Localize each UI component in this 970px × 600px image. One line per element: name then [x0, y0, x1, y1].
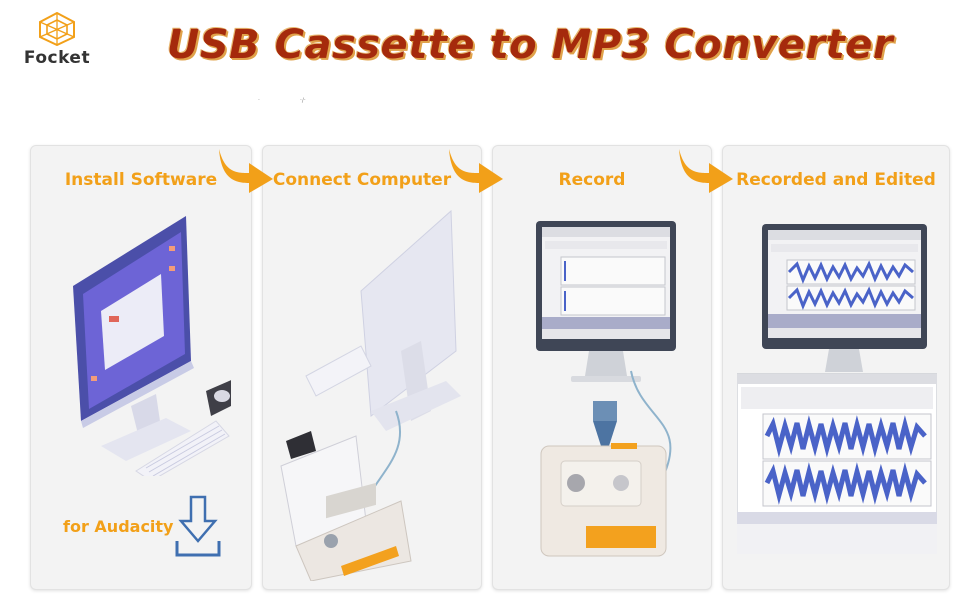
- arrow-right-icon: [679, 149, 733, 193]
- arrow-right-icon: [449, 149, 503, 193]
- step-panel-connect: [262, 145, 482, 590]
- step-label-record: Record: [558, 170, 626, 190]
- step-label-install: Install Software: [64, 170, 218, 190]
- step-label-connect: Connect Computer: [272, 170, 452, 190]
- page-title: USB Cassette to MP3 Converter: [166, 22, 894, 68]
- step-label-edited: Recorded and Edited: [736, 170, 936, 190]
- step-panel-edited: [722, 145, 950, 590]
- download-icon: [175, 495, 221, 557]
- arrow-right-icon: [219, 149, 273, 193]
- step-panel-install: for Audacity: [30, 145, 252, 590]
- edited-illustration: [737, 224, 937, 554]
- decorative-specks: · ·/·: [258, 97, 306, 104]
- brand-logo: Focket: [22, 12, 92, 72]
- step-panel-record: [492, 145, 712, 590]
- connect-illustration: [280, 209, 461, 581]
- computer-illustration: [73, 216, 231, 476]
- logo-text: Focket: [23, 48, 91, 68]
- focket-logo-icon: [39, 12, 75, 46]
- note-for-audacity: for Audacity: [63, 517, 174, 536]
- record-illustration: [536, 221, 676, 557]
